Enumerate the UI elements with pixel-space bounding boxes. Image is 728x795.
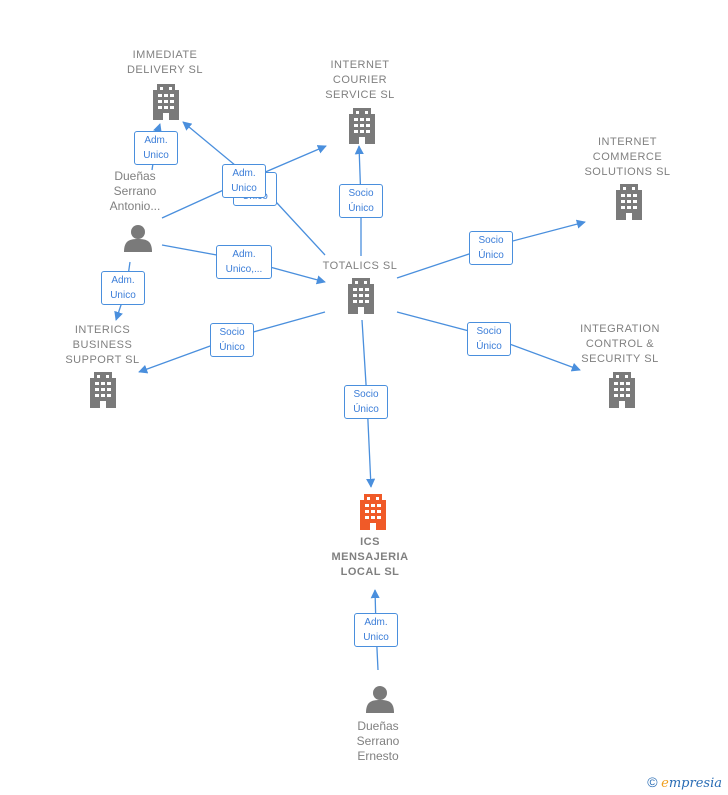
- edge-label-socio-integration: Socio Único: [467, 322, 511, 356]
- edge-label-socio-commerce: Socio Único: [469, 231, 513, 265]
- person-label-ernesto[interactable]: Dueñas Serrano Ernesto: [356, 719, 400, 763]
- person-icon-ernesto: [366, 686, 394, 713]
- person-label-antonio[interactable]: Dueñas Serrano Antonio...: [109, 169, 161, 213]
- building-icon-ics: [360, 494, 386, 530]
- building-icon-immediate: [153, 84, 179, 120]
- node-label-totalics[interactable]: TOTALICS SL: [322, 260, 398, 272]
- building-icon-totalics: [348, 278, 374, 314]
- building-icon-interics: [90, 372, 116, 408]
- person-icon-antonio: [124, 225, 152, 252]
- node-label-interics[interactable]: INTERICS BUSINESS SUPPORT SL: [65, 324, 140, 366]
- node-label-internet-commerce[interactable]: INTERNET COMMERCE SOLUTIONS SL: [584, 136, 671, 178]
- edge-label-adm-unico-ics: Adm. Unico: [354, 613, 398, 647]
- edge-label-socio-ics: Socio Único: [344, 385, 388, 419]
- edge-label-adm-unico-immediate: Adm. Unico: [134, 131, 178, 165]
- edge-label-adm-unico-courier: Adm. Unico: [222, 164, 266, 198]
- edge-label-socio-courier: Socio Único: [339, 184, 383, 218]
- node-label-immediate-delivery[interactable]: IMMEDIATE DELIVERY SL: [126, 49, 204, 76]
- edge-label-adm-unico-interics: Adm. Unico: [101, 271, 145, 305]
- node-label-integration[interactable]: INTEGRATION CONTROL & SECURITY SL: [580, 323, 660, 365]
- building-icon-integration: [609, 372, 635, 408]
- node-label-internet-courier[interactable]: INTERNET COURIER SERVICE SL: [325, 59, 395, 101]
- building-icon-commerce: [616, 184, 642, 220]
- brand-logo[interactable]: empresia: [661, 776, 722, 791]
- edge-label-socio-interics: Socio Único: [210, 323, 254, 357]
- copyright-footer[interactable]: © empresia: [647, 774, 722, 791]
- node-label-ics-mensajeria[interactable]: ICS MENSAJERIA LOCAL SL: [331, 536, 409, 578]
- edge-label-adm-unico-totalics: Adm. Unico,...: [216, 245, 272, 279]
- copyright-icon: ©: [647, 774, 658, 790]
- building-icon-courier: [349, 108, 375, 144]
